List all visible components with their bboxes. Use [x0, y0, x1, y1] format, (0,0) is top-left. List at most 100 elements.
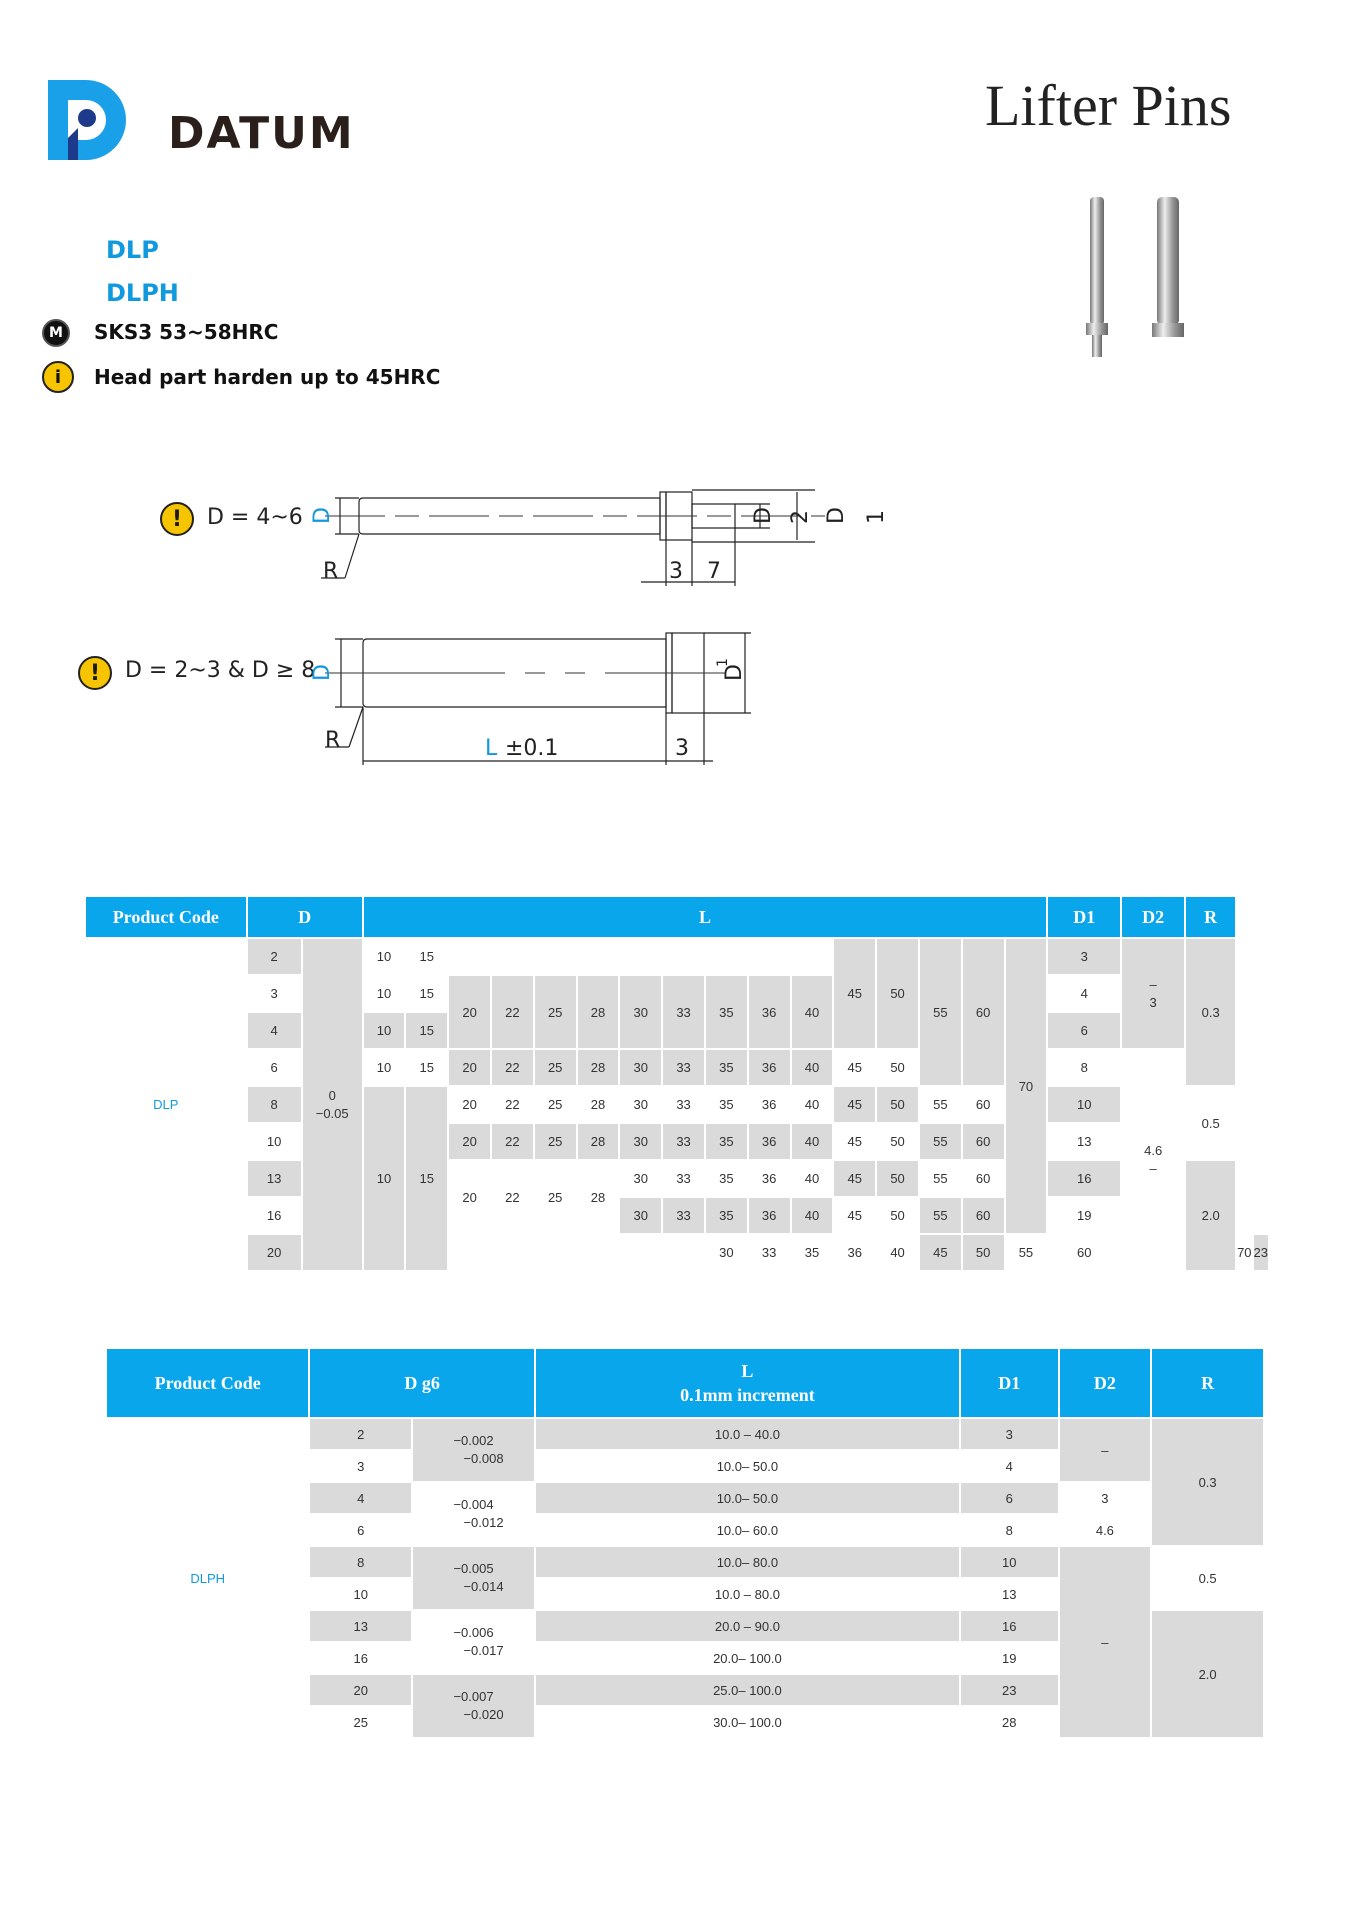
l-cell: 60	[1048, 1235, 1121, 1270]
l-cell: 50	[877, 939, 918, 1048]
d1-cell: 4	[960, 1451, 1058, 1481]
d2-cell: –	[1059, 1547, 1151, 1737]
d-cell: 10	[247, 1124, 301, 1159]
dim-l: L	[485, 736, 498, 761]
l-cell: 35	[791, 1235, 833, 1270]
l-range: 20.0 – 90.0	[535, 1611, 959, 1641]
l-cell: 15	[406, 976, 448, 1011]
d-cell: 4	[247, 1013, 301, 1048]
d1-cell: 3	[960, 1419, 1058, 1449]
d1-cell: 16	[1048, 1161, 1121, 1196]
dim-3: 3	[675, 736, 689, 761]
l-cell: 40	[791, 1087, 833, 1122]
d1-cell: 6	[1048, 1013, 1121, 1048]
l-cell: 60	[962, 939, 1004, 1085]
tol-cell: −0.002−0.008	[413, 1419, 534, 1481]
l-cell: 28	[577, 1124, 619, 1159]
page-title: Lifter Pins	[985, 73, 1232, 138]
l-cell: 60	[962, 1087, 1004, 1122]
l-range: 20.0– 100.0	[535, 1643, 959, 1673]
l-cell: 25	[534, 1050, 576, 1085]
material-icon: M	[42, 319, 70, 347]
col-d2: D2	[1059, 1349, 1151, 1417]
dim-r: R	[325, 728, 340, 753]
product-dlp: DLP	[86, 939, 246, 1270]
l-cell: 55	[919, 1124, 961, 1159]
dim-d1: D	[824, 507, 849, 524]
l-cell: 45	[834, 939, 876, 1048]
col-l: L	[363, 897, 1047, 937]
l-cell: 40	[791, 1161, 833, 1196]
d-cell: 20	[310, 1675, 412, 1705]
d2-cell: 4.6	[1059, 1515, 1151, 1545]
l-range: 10.0 – 80.0	[535, 1579, 959, 1609]
l-cell: 36	[748, 1050, 790, 1085]
l-cell: 28	[577, 1161, 619, 1233]
l-cell: 25	[534, 1087, 576, 1122]
dim-r: R	[323, 559, 338, 584]
l-cell: 33	[663, 976, 704, 1048]
l-cell: 15	[406, 1050, 448, 1085]
d2-cell: 3	[1059, 1483, 1151, 1513]
d2-cell: –	[1059, 1419, 1151, 1481]
l-cell: 28	[577, 1050, 619, 1085]
d-cell: 4	[310, 1483, 412, 1513]
l-cell: 30	[620, 976, 662, 1048]
l-cell: 33	[663, 1087, 704, 1122]
dim-d2: D	[751, 507, 776, 524]
l-cell: 10	[363, 1013, 405, 1048]
l-cell: 22	[491, 1124, 533, 1159]
d-cell: 2	[310, 1419, 412, 1449]
d1-cell: 13	[960, 1579, 1058, 1609]
l-cell: 35	[705, 1124, 747, 1159]
dim-d1-sub: 1	[715, 658, 731, 667]
l-cell: 70	[1237, 1235, 1252, 1270]
l-cell: 50	[877, 1087, 918, 1122]
col-d1: D1	[1048, 897, 1121, 937]
d-cell: 13	[247, 1161, 301, 1196]
l-cell: 50	[877, 1161, 918, 1196]
dim-d: D	[310, 664, 335, 681]
l-cell: 25	[534, 976, 576, 1048]
l-cell: 22	[491, 1087, 533, 1122]
l-cell: 20	[449, 1050, 490, 1085]
dlp-table: Product Code D L D1 D2 R DLP 2 0−0.05 10…	[84, 895, 1270, 1272]
dim-7: 7	[707, 559, 721, 584]
tol-cell: −0.005−0.014	[413, 1547, 534, 1609]
d-cell: 6	[247, 1050, 301, 1085]
d1-cell: 8	[960, 1515, 1058, 1545]
l-cell: 15	[406, 1087, 448, 1270]
l-cell: 40	[791, 1198, 833, 1233]
l-cell: 10	[363, 1087, 405, 1270]
d1-cell: 19	[1048, 1198, 1121, 1233]
l-range: 25.0– 100.0	[535, 1675, 959, 1705]
l-range: 30.0– 100.0	[535, 1707, 959, 1737]
l-cell: 33	[663, 1050, 704, 1085]
tol-cell: −0.007−0.020	[413, 1675, 534, 1737]
dim-d: D	[310, 507, 335, 524]
d-cell: 13	[310, 1611, 412, 1641]
d-cell: 25	[310, 1707, 412, 1737]
dim-d1: D	[722, 664, 747, 681]
hardness-note: Head part harden up to 45HRC	[94, 365, 441, 389]
d1-cell: 4	[1048, 976, 1121, 1011]
d-cell: 16	[310, 1643, 412, 1673]
brand-name: DATUM	[168, 108, 355, 159]
col-r: R	[1152, 1349, 1263, 1417]
l-cell: 35	[705, 1198, 747, 1233]
l-cell: 10	[363, 976, 405, 1011]
l-cell: 35	[705, 1087, 747, 1122]
warning-icon: !	[78, 656, 112, 690]
l-cell: 30	[620, 1050, 662, 1085]
d1-cell: 28	[960, 1707, 1058, 1737]
datum-logo	[48, 80, 126, 160]
l-cell: 55	[919, 939, 961, 1085]
code-dlp: DLP	[106, 236, 159, 264]
d2-cell: 4.6–	[1122, 1050, 1185, 1270]
d-tolerance: 0−0.05	[302, 939, 362, 1270]
l-cell: 40	[877, 1235, 918, 1270]
l-cell: 10	[363, 939, 405, 974]
l-cell: 35	[705, 976, 747, 1048]
